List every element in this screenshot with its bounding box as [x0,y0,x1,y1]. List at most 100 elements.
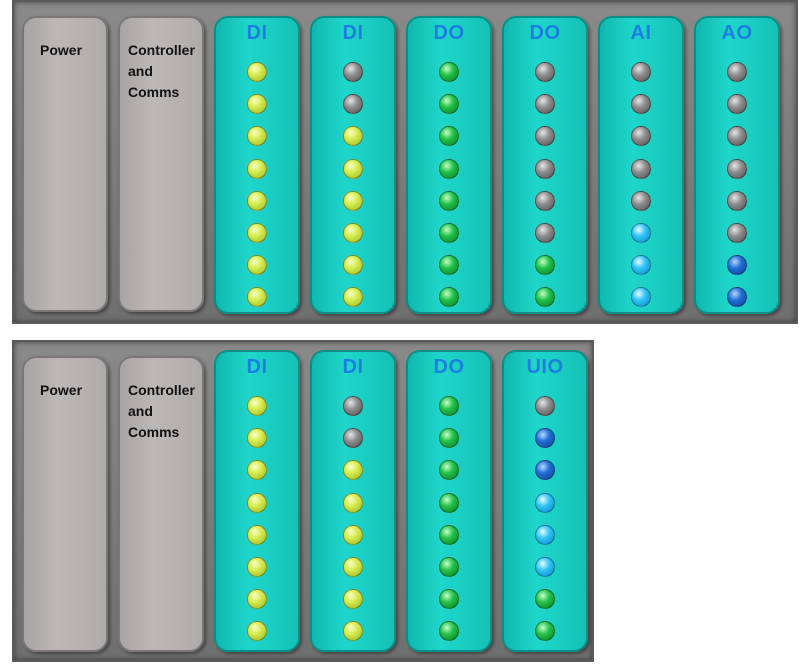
led-indicator [631,62,651,82]
led-indicator [727,255,747,276]
led-indicator [439,460,459,481]
led-indicator [631,287,651,308]
led-indicator [343,557,363,577]
led-indicator [247,94,267,115]
led-indicator [439,621,459,642]
led-indicator [247,589,267,610]
led-indicator [631,126,651,147]
controller-label: Controller and Comms [128,382,195,440]
led-indicator [439,190,459,211]
led-indicator [247,190,267,211]
led-indicator [343,396,363,416]
led-indicator [343,190,363,211]
led-indicator [535,62,555,82]
power-label: Power [40,42,83,58]
led-indicator [535,396,555,416]
led-indicator [343,223,363,243]
led-indicator [631,158,651,179]
led-indicator [343,621,363,642]
led-indicator [439,287,459,308]
io-module-ao: AO [694,16,780,314]
power-label: Power [40,382,83,398]
led-indicator [247,255,267,276]
led-indicator [247,62,267,82]
led-indicator [727,62,747,82]
led-indicator [727,94,747,115]
led-indicator [247,524,267,545]
module-label: DI [246,22,268,44]
led-indicator [343,492,363,513]
module-label: DI [342,356,364,378]
led-indicator [343,589,363,610]
module-label: UIO [526,356,564,378]
led-indicator [439,589,459,610]
led-indicator [343,460,363,481]
led-indicator [343,94,363,115]
io-module-do: DO [502,16,588,314]
led-indicator [535,428,555,449]
led-indicator [439,428,459,449]
led-indicator [631,223,651,243]
io-module-do: DO [406,16,492,314]
rack-top: Power Controller and Comms DI DI DO DO AI AO [12,0,798,324]
module-label: AO [721,22,753,44]
led-indicator [439,62,459,82]
io-module-uio: UIO [502,350,588,652]
controller-label: Controller and Comms [128,42,195,100]
led-indicator [535,557,555,577]
led-indicator [247,492,267,513]
led-indicator [247,621,267,642]
led-indicator [535,223,555,243]
led-indicator [439,94,459,115]
rack-bottom: Power Controller and Comms DI DI DO UIO [12,340,594,662]
module-label: DI [342,22,364,44]
led-indicator [247,557,267,577]
led-indicator [535,287,555,308]
module-label: DO [433,22,465,44]
led-indicator [439,158,459,179]
led-indicator [343,287,363,308]
led-indicator [247,287,267,308]
io-module-di: DI [310,16,396,314]
led-indicator [247,460,267,481]
led-indicator [343,126,363,147]
led-indicator [535,589,555,610]
module-label: DO [529,22,561,44]
led-indicator [343,524,363,545]
led-indicator [439,126,459,147]
led-indicator [535,158,555,179]
led-indicator [631,190,651,211]
io-module-di: DI [214,16,300,314]
led-indicator [439,524,459,545]
led-indicator [727,190,747,211]
controller-module: Controller and Comms [118,356,204,652]
led-indicator [727,223,747,243]
led-indicator [439,396,459,416]
led-indicator [247,126,267,147]
led-indicator [535,190,555,211]
controller-module: Controller and Comms [118,16,204,312]
led-indicator [439,492,459,513]
power-module: Power [22,16,108,312]
led-indicator [343,255,363,276]
led-indicator [535,524,555,545]
led-indicator [727,158,747,179]
led-indicator [535,255,555,276]
led-indicator [247,428,267,449]
io-module-do: DO [406,350,492,652]
power-module: Power [22,356,108,652]
io-module-di: DI [214,350,300,652]
led-indicator [727,126,747,147]
led-indicator [439,255,459,276]
led-indicator [727,287,747,308]
led-indicator [535,460,555,481]
led-indicator [343,62,363,82]
led-indicator [535,621,555,642]
led-indicator [439,557,459,577]
led-indicator [535,492,555,513]
io-module-ai: AI [598,16,684,314]
led-indicator [343,158,363,179]
led-indicator [535,94,555,115]
module-label: AI [630,22,652,44]
led-indicator [631,94,651,115]
